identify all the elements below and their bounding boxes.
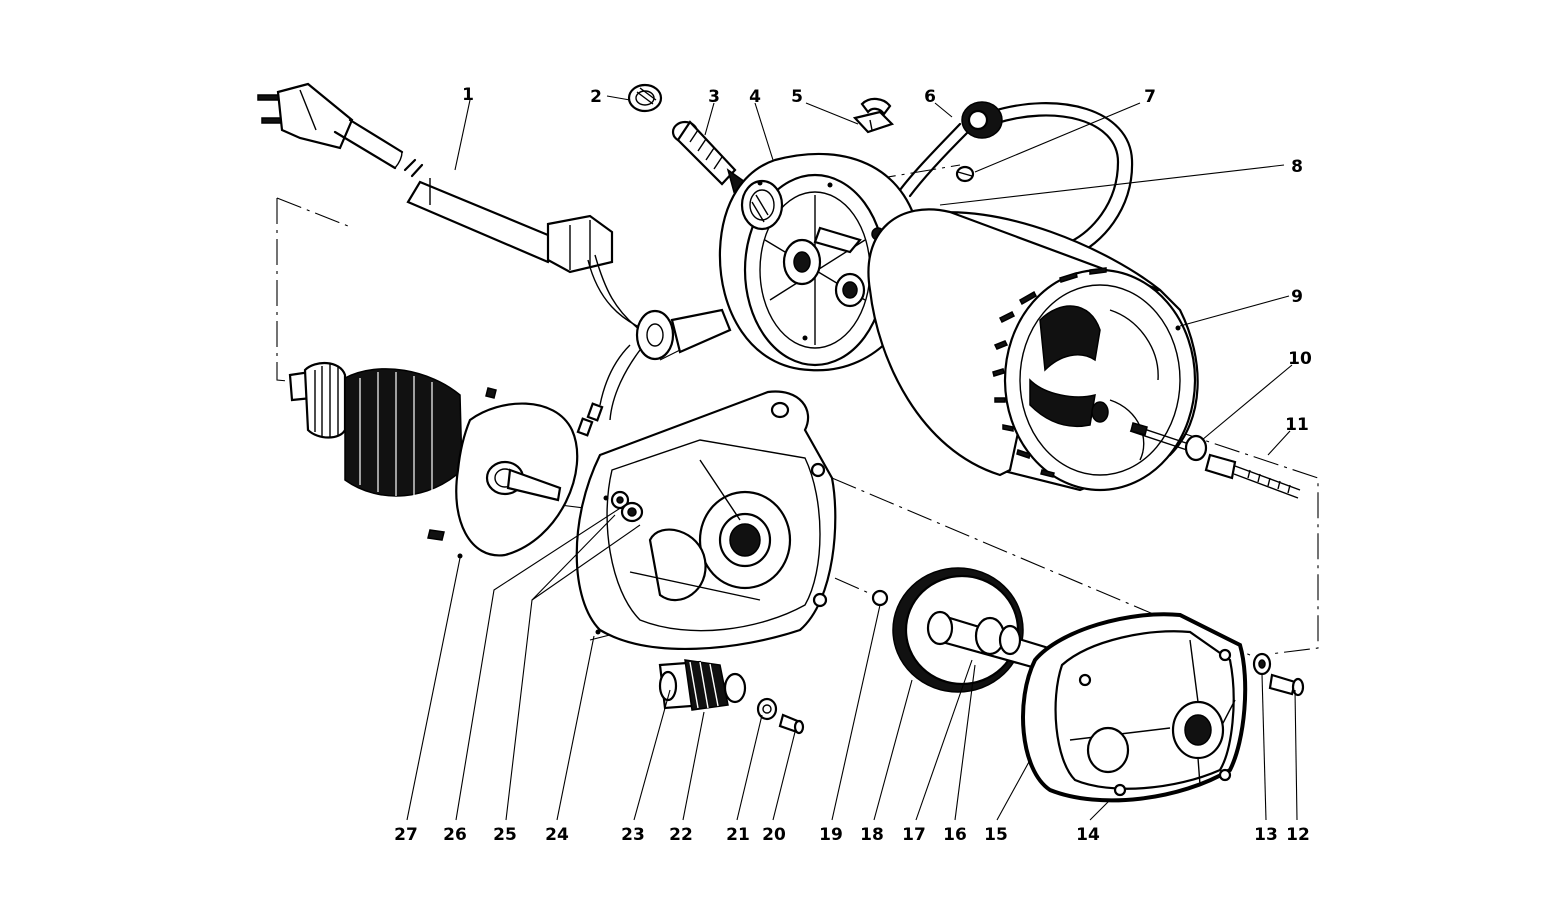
small-screw: [955, 165, 975, 183]
cover-washer-screw: [1252, 652, 1305, 697]
callout-20: 20: [762, 825, 786, 845]
callout-22: 22: [669, 825, 693, 845]
callout-15: 15: [984, 825, 1008, 845]
gear-housing: [575, 390, 837, 651]
callout-labels: 1 2 3 4 5 6 7 8 9 10 11 12 13 14 15 16 1…: [394, 85, 1312, 845]
pinion-assembly: [658, 659, 805, 735]
through-bolt: [1129, 422, 1301, 499]
callout-9: 9: [1291, 287, 1303, 307]
callout-13: 13: [1254, 825, 1278, 845]
steel-ball: [871, 589, 889, 607]
leader-lines: [406, 95, 1298, 821]
motor-end-housing: [718, 152, 923, 372]
brush-spring: [671, 120, 747, 194]
callout-2: 2: [590, 87, 602, 107]
power-cord-assembly: [257, 82, 732, 437]
callout-10: 10: [1288, 349, 1312, 369]
wire-clip: [852, 97, 895, 134]
callout-21: 21: [726, 825, 750, 845]
callout-25: 25: [493, 825, 517, 845]
callout-23: 23: [621, 825, 645, 845]
end-cover: [1021, 612, 1248, 803]
callout-26: 26: [443, 825, 467, 845]
callout-17: 17: [902, 825, 926, 845]
callout-12: 12: [1286, 825, 1310, 845]
output-gear: [892, 567, 1060, 693]
callout-3: 3: [708, 87, 720, 107]
callout-8: 8: [1291, 157, 1303, 177]
callout-18: 18: [860, 825, 884, 845]
callout-6: 6: [924, 87, 936, 107]
callout-11: 11: [1285, 415, 1309, 435]
callout-4: 4: [749, 87, 761, 107]
callout-19: 19: [819, 825, 843, 845]
callout-7: 7: [1144, 87, 1156, 107]
callout-27: 27: [394, 825, 418, 845]
callout-24: 24: [545, 825, 569, 845]
armature: [288, 362, 579, 559]
cord-grommet-loop: [898, 101, 1134, 257]
callout-5: 5: [791, 87, 803, 107]
vent-slots: [992, 267, 1107, 478]
field-case: [867, 208, 1199, 492]
callout-14: 14: [1076, 825, 1100, 845]
callout-1: 1: [462, 85, 474, 105]
housing-washer-screw: [610, 490, 644, 523]
callout-16: 16: [943, 825, 967, 845]
knob-cap: [627, 83, 663, 113]
